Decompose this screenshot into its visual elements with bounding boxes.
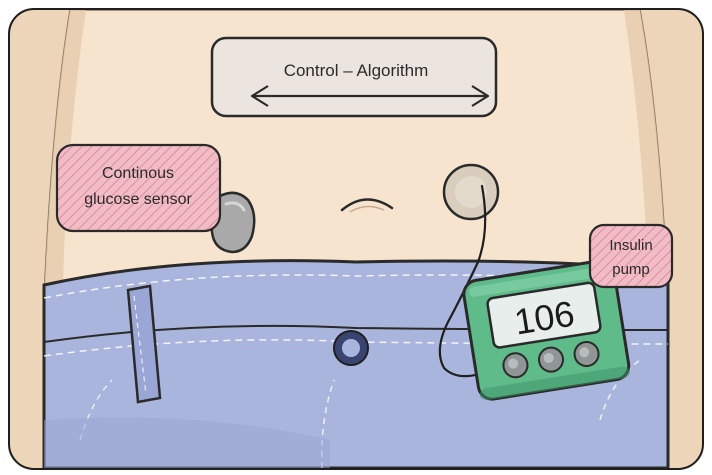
- pump-callout-line2: pump: [612, 261, 650, 278]
- control-algorithm-box: Control – Algorithm: [212, 38, 496, 116]
- control-algorithm-label: Control – Algorithm: [284, 61, 429, 80]
- infusion-site: [444, 165, 498, 219]
- jeans-button: [334, 331, 368, 365]
- pump-callout: Insulin pump: [590, 225, 672, 287]
- sensor-callout: Continous glucose sensor: [57, 145, 220, 231]
- sensor-callout-line2: glucose sensor: [84, 191, 192, 208]
- sensor-callout-line1: Continous: [102, 165, 174, 182]
- pump-callout-line1: Insulin: [609, 237, 652, 254]
